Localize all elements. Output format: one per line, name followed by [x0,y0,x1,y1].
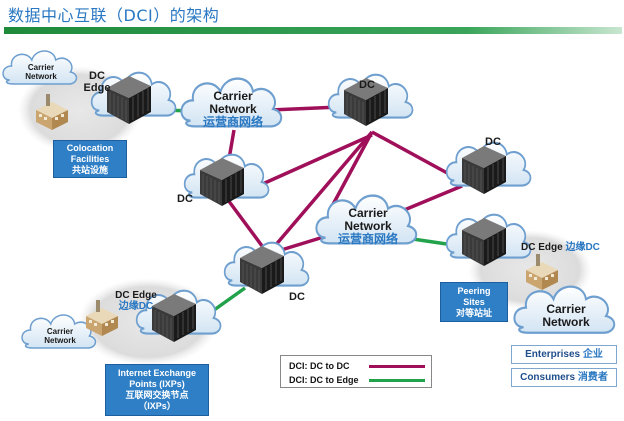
label-dc-top: DC [359,79,375,91]
label-carrier-bottom-left: Carrier Network [44,327,76,345]
legend-swatch-dc-to-edge [369,379,425,382]
label-carrier-top-left: Carrier Network [25,63,57,81]
label-dc-bottom: DC [289,291,305,303]
label-carrier-center-top: Carrier Network 运营商网络 [202,89,263,130]
legend-label-dc-to-edge: DCI: DC to Edge [289,375,359,385]
link-dc-top-carrier-center [328,131,374,211]
tag-enterprises: Enterprises 企业 [511,345,617,364]
dc-edge-right [445,213,532,267]
legend: DCI: DC to DC DCI: DC to Edge [280,355,432,388]
header-bar [4,27,622,34]
dc-to-edge-links [157,108,461,322]
label-dc-edge-right: DC Edge 边缘DC [521,242,600,253]
link-carrier-top-dc-top [269,105,341,112]
label-dc-edge-bottom: DC Edge 边缘DC [115,290,157,312]
label-dc-edge-top: DC Edge [83,70,111,95]
link-dc-top-dc-right [371,130,461,182]
link-dc-mid-dc-bottom [226,198,270,256]
link-dc-mid-dc-top [257,133,373,188]
box-peering-sites: Peering Sites 对等站址 [440,282,508,322]
tag-consumers: Consumers 消费者 [511,368,617,387]
label-dc-right: DC [485,136,501,148]
label-dc-mid-left: DC [177,193,193,205]
dc-bottom [223,241,310,295]
link-dc-top-dc-bottom-a [266,130,374,256]
dc-to-dc-links [226,105,463,256]
legend-label-dc-to-dc: DCI: DC to DC [289,361,350,371]
legend-swatch-dc-to-dc [369,365,425,368]
box-internet-exchange-points: Internet Exchange Points (IXPs) 互联网交换节点 … [105,364,209,416]
label-carrier-center: Carrier Network 运营商网络 [337,206,398,247]
dc-right [445,141,532,195]
box-colocation-facilities: Colocation Facilities 共站设施 [53,140,127,178]
label-carrier-right: Carrier Network [542,302,590,330]
page-title: 数据中心互联（DCI）的架构 [8,6,220,25]
